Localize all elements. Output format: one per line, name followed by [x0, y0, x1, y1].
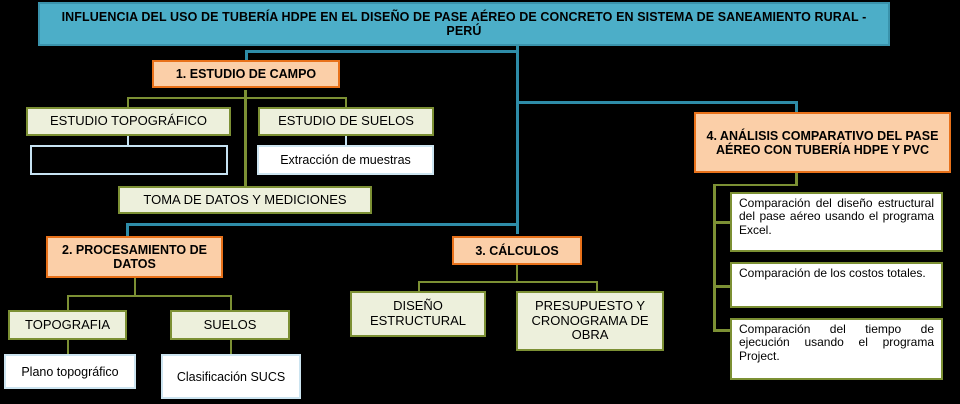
connector-b4-item3	[713, 329, 733, 332]
connector-b3-bar	[418, 281, 598, 283]
node-branch3-header-text: 3. CÁLCULOS	[475, 243, 559, 258]
diagram-title-text: INFLUENCIA DEL USO DE TUBERÍA HDPE EN EL…	[61, 10, 867, 38]
connector-b1-right-drop	[345, 97, 347, 108]
node-branch4-item-1-text: Comparación del diseño estructural del p…	[739, 196, 934, 237]
node-plano-topografico-text: Plano topográfico	[21, 364, 119, 379]
node-branch2-header-text: 2. PROCESAMIENTO DE DATOS	[62, 243, 207, 271]
node-clasificacion-sucs[interactable]: Clasificación SUCS	[161, 354, 301, 399]
node-branch4-item-2-text: Comparación de los costos totales.	[739, 266, 926, 280]
connector-b2-bar	[67, 295, 232, 297]
node-branch4-item-1[interactable]: Comparación del diseño estructural del p…	[730, 192, 943, 252]
connector-b1-children-bar	[127, 97, 347, 99]
node-branch4-item-2[interactable]: Comparación de los costos totales.	[730, 262, 943, 308]
node-suelos-text: SUELOS	[203, 316, 257, 332]
node-presupuesto-cronograma-text: PRESUPUESTO Y CRONOGRAMA DE OBRA	[531, 298, 649, 343]
node-clasificacion-sucs-text: Clasificación SUCS	[176, 369, 286, 384]
connector-to-branch2	[126, 223, 519, 226]
node-topografia[interactable]: TOPOGRAFIA	[8, 310, 127, 340]
connector-b2-stem	[134, 278, 136, 296]
connector-b1-left-drop	[127, 97, 129, 108]
node-estudio-topografico-text: ESTUDIO TOPOGRÁFICO	[50, 113, 207, 129]
node-branch3-header[interactable]: 3. CÁLCULOS	[452, 236, 582, 265]
connector-b4-item1	[713, 221, 733, 224]
node-branch1-header-text: 1. ESTUDIO DE CAMPO	[175, 67, 317, 81]
node-toma-datos[interactable]: TOMA DE DATOS Y MEDICIONES	[118, 186, 372, 214]
node-toma-datos-text: TOMA DE DATOS Y MEDICIONES	[143, 191, 347, 207]
node-branch2-header[interactable]: 2. PROCESAMIENTO DE DATOS	[46, 236, 223, 278]
node-extraccion-muestras[interactable]: Extracción de muestras	[257, 145, 434, 175]
connector-to-branch4	[516, 101, 798, 104]
connector-b2-right-drop	[230, 295, 232, 311]
connector-title-stem	[516, 44, 519, 52]
node-estudio-de-suelos-text: ESTUDIO DE SUELOS	[278, 113, 414, 129]
node-estudio-topografico-child-empty[interactable]	[30, 145, 228, 175]
node-branch4-header-text: 4. ANÁLISIS COMPARATIVO DEL PASE AÉREO C…	[706, 128, 939, 157]
connector-b4-stem	[795, 173, 798, 185]
node-suelos[interactable]: SUELOS	[170, 310, 290, 340]
connector-b4-item2	[713, 285, 733, 288]
connector-b4-trunk	[713, 184, 716, 332]
connector-b3-left-drop	[418, 281, 420, 292]
connector-b4-bar	[713, 184, 798, 186]
connector-branch2-stem	[126, 223, 129, 237]
connector-b1-stem-down	[244, 90, 247, 196]
connector-branch4-stem	[795, 101, 798, 114]
connector-b3-right-drop	[596, 281, 598, 292]
connector-right-spine	[516, 50, 519, 234]
node-estudio-de-suelos[interactable]: ESTUDIO DE SUELOS	[258, 107, 434, 136]
node-presupuesto-cronograma[interactable]: PRESUPUESTO Y CRONOGRAMA DE OBRA	[516, 291, 664, 351]
node-topografia-text: TOPOGRAFIA	[25, 316, 110, 332]
node-branch4-header[interactable]: 4. ANÁLISIS COMPARATIVO DEL PASE AÉREO C…	[694, 112, 951, 173]
connector-b2-left-drop	[67, 295, 69, 311]
connector-topografico-child	[127, 136, 129, 146]
connector-b3-stem	[516, 265, 518, 282]
node-estudio-topografico[interactable]: ESTUDIO TOPOGRÁFICO	[26, 107, 231, 136]
diagram-title: INFLUENCIA DEL USO DE TUBERÍA HDPE EN EL…	[38, 2, 890, 46]
connector-suelos2-child	[230, 340, 232, 354]
connector-to-branch1	[245, 50, 248, 64]
node-plano-topografico[interactable]: Plano topográfico	[4, 354, 136, 389]
node-extraccion-muestras-text: Extracción de muestras	[280, 153, 411, 167]
connector-main-spine	[245, 50, 519, 53]
node-branch4-item-3[interactable]: Comparación del tiempo de ejecución usan…	[730, 318, 943, 380]
node-branch4-item-3-text: Comparación del tiempo de ejecución usan…	[739, 322, 934, 363]
connector-suelos-child	[345, 136, 347, 146]
node-diseno-estructural[interactable]: DISEÑO ESTRUCTURAL	[350, 291, 486, 337]
connector-topografia-child	[67, 340, 69, 354]
node-diseno-estructural-text: DISEÑO ESTRUCTURAL	[369, 298, 467, 328]
node-branch1-header[interactable]: 1. ESTUDIO DE CAMPO	[152, 60, 340, 88]
